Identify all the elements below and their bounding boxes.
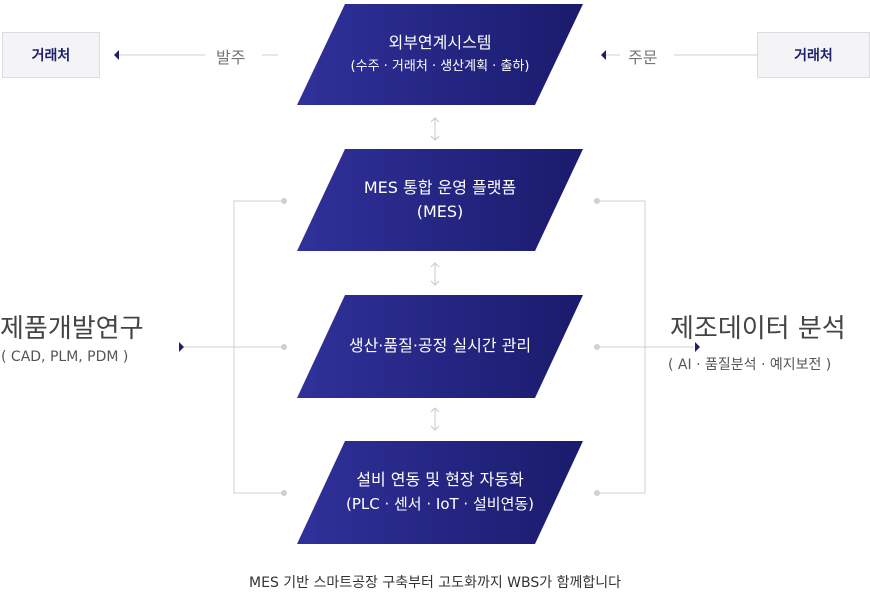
right-side-sub: ( AI · 품질분석 · 예지보전 ) xyxy=(668,357,832,373)
box-title: 외부연계시스템 xyxy=(388,33,492,52)
right-side-title: 제조데이터 분석 xyxy=(670,314,846,344)
box-mes-shape xyxy=(297,149,583,251)
box-external: 외부연계시스템 (수주 · 거래처 · 생산계획 · 출하) xyxy=(297,31,583,79)
box-external-shape xyxy=(297,4,583,105)
double-arrow-icons xyxy=(430,117,440,431)
box-title: MES 통합 운영 플랫폼 xyxy=(363,178,517,197)
arrow-right-icon xyxy=(179,342,184,352)
box-equipment: 설비 연동 및 현장 자동화 (PLC · 센서 · IoT · 설비연동) xyxy=(297,468,583,516)
box-title: 설비 연동 및 현장 자동화 xyxy=(356,470,524,489)
arrow-left-icon xyxy=(601,50,606,60)
partner-right: 거래처 xyxy=(757,32,870,78)
box-sub: (PLC · 센서 · IoT · 설비연동) xyxy=(345,495,535,513)
partner-left: 거래처 xyxy=(2,32,100,78)
box-title: 생산·품질·공정 실시간 관리 xyxy=(348,336,532,355)
box-sub: (수주 · 거래처 · 생산계획 · 출하) xyxy=(350,59,530,74)
left-side-title: 제품개발연구 xyxy=(0,314,144,344)
box-realtime-shape xyxy=(297,295,583,398)
footer-caption: MES 기반 스마트공장 구축부터 고도화까지 WBS가 함께합니다 xyxy=(249,575,621,591)
box-realtime: 생산·품질·공정 실시간 관리 xyxy=(297,334,583,358)
left-side-sub: ( CAD, PLM, PDM ) xyxy=(1,349,129,365)
box-sub: (MES) xyxy=(416,202,464,221)
order-placed-label: 발주 xyxy=(216,48,246,67)
arrow-right-icon xyxy=(695,342,700,352)
order-received-label: 주문 xyxy=(628,48,658,67)
box-mes: MES 통합 운영 플랫폼 (MES) xyxy=(297,176,583,224)
box-equipment-shape xyxy=(297,441,583,544)
arrow-left-icon xyxy=(114,50,119,60)
